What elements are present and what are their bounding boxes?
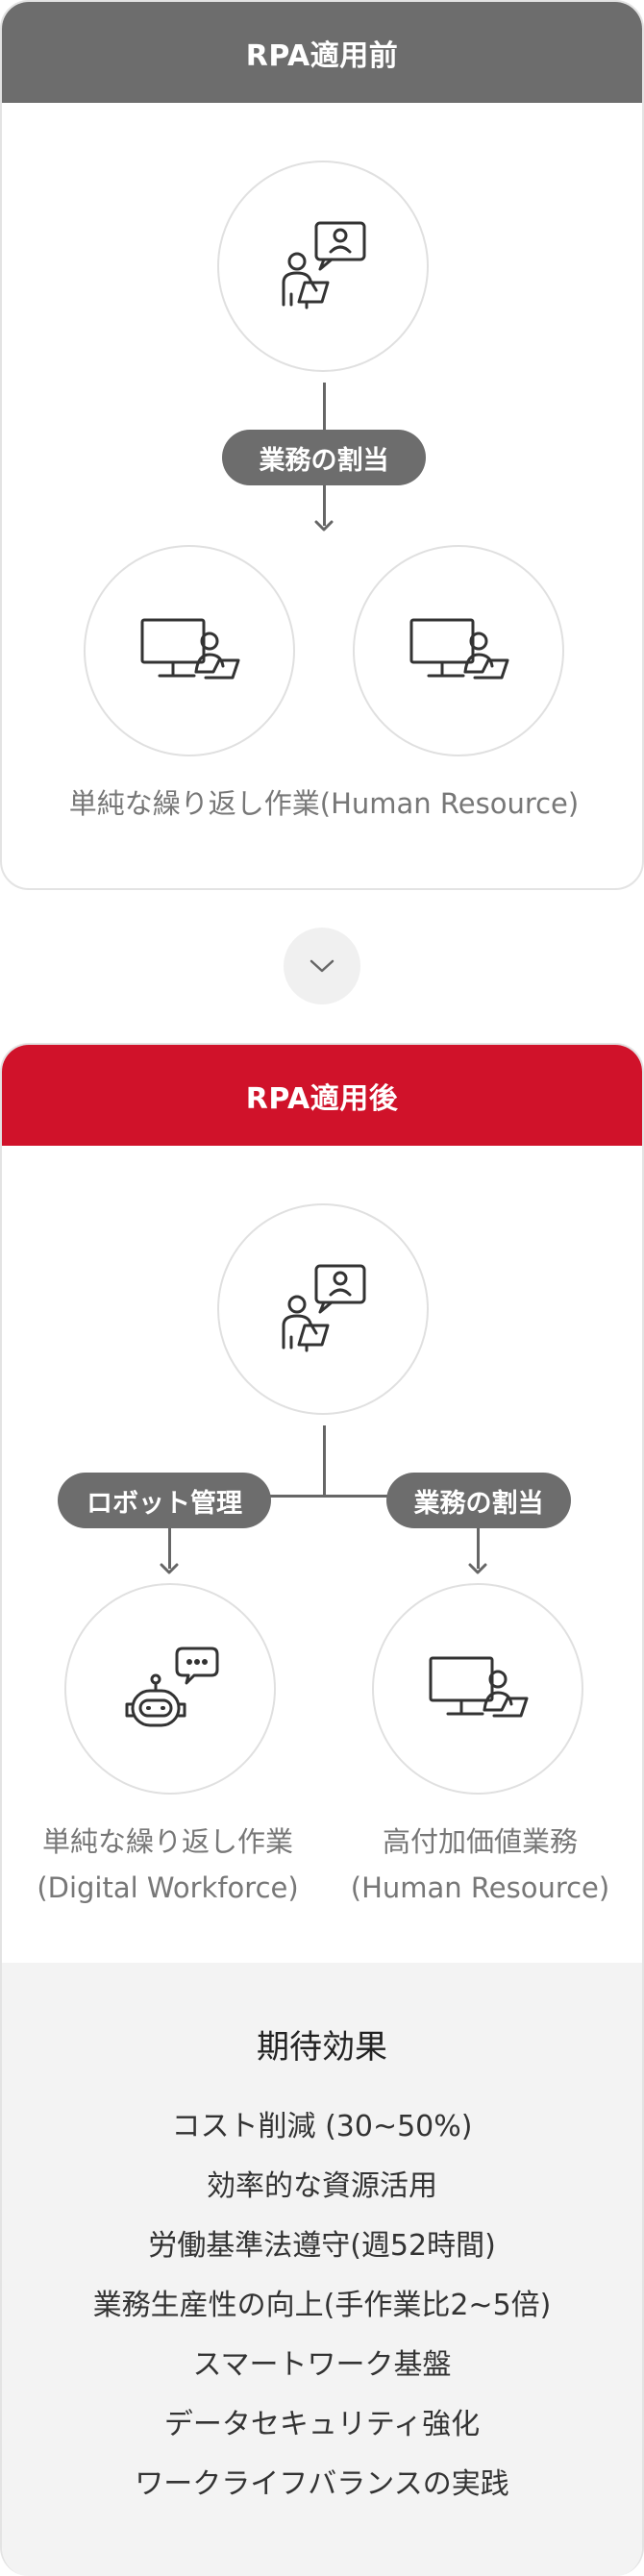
connector-line — [323, 383, 326, 448]
effect-item: スマートワーク基盤 — [192, 2348, 452, 2382]
robot-management-label: ロボット管理 — [87, 1488, 242, 1519]
worker-circle-right — [353, 545, 564, 756]
worker-at-computer-icon — [409, 618, 509, 680]
after-rpa-card: RPA適用後 ロボット管理 業務の割当 — [0, 1043, 644, 2576]
after-rpa-header: RPA適用後 — [2, 1045, 642, 1146]
manager-presenting-icon — [282, 221, 366, 310]
human-resource-caption: 高付加価値業務 (Human Resource) — [314, 1819, 642, 1911]
worker-at-computer-icon — [429, 1656, 529, 1718]
before-caption: 単純な繰り返し作業(Human Resource) — [68, 787, 580, 820]
connector-line — [323, 1425, 326, 1497]
manager-presenting-icon — [282, 1264, 366, 1352]
human-resource-caption-line1: 高付加価値業務 — [382, 1825, 578, 1858]
assign-task-pill: 業務の割当 — [386, 1473, 571, 1528]
arrow-down-icon — [468, 1563, 487, 1574]
before-rpa-title: RPA適用前 — [245, 38, 399, 73]
before-rpa-card: RPA適用前 業務の割当 — [0, 0, 644, 890]
effect-item: 業務生産性の向上(手作業比2~5倍) — [92, 2289, 552, 2322]
worker-at-computer-icon — [140, 618, 240, 680]
digital-workforce-caption: 単純な繰り返し作業 (Digital Workforce) — [2, 1819, 334, 1911]
assign-task-label: 業務の割当 — [413, 1488, 544, 1519]
effect-item: 労働基準法遵守(週52時間) — [148, 2229, 496, 2263]
digital-workforce-caption-line1: 単純な繰り返し作業 — [41, 1825, 293, 1858]
connector-line-right — [477, 1528, 480, 1569]
effect-item: 効率的な資源活用 — [207, 2169, 437, 2203]
arrow-down-icon — [314, 520, 334, 532]
effect-item: コスト削減 (30~50%) — [171, 2110, 473, 2143]
digital-workforce-caption-line2: (Digital Workforce) — [37, 1871, 299, 1904]
assign-task-pill: 業務の割当 — [222, 430, 426, 485]
assign-task-label: 業務の割当 — [259, 445, 389, 476]
connector-line-lower — [323, 485, 326, 526]
expected-effects-panel: 期待効果 コスト削減 (30~50%) 効率的な資源活用 労働基準法遵守(週52… — [2, 1963, 642, 2576]
worker-circle-left — [84, 545, 295, 756]
expected-effects-list: コスト削減 (30~50%) 効率的な資源活用 労働基準法遵守(週52時間) 業… — [2, 2097, 642, 2514]
human-resource-caption-line2: (Human Resource) — [350, 1871, 610, 1904]
after-rpa-title: RPA適用後 — [245, 1081, 399, 1116]
connector-line-left — [168, 1528, 171, 1569]
worker-circle — [372, 1583, 583, 1795]
manager-circle — [217, 1203, 429, 1415]
expand-toggle-button[interactable] — [284, 928, 360, 1004]
chevron-down-icon — [310, 959, 334, 973]
effect-item: ワークライフバランスの実践 — [135, 2467, 509, 2501]
manager-circle — [217, 161, 429, 372]
robot-management-pill: ロボット管理 — [58, 1473, 271, 1528]
arrow-down-icon — [160, 1563, 179, 1574]
expected-effects-title: 期待効果 — [257, 2028, 387, 2067]
robot-circle — [64, 1583, 276, 1795]
effect-item: データセキュリティ強化 — [163, 2408, 481, 2441]
robot-chat-icon — [125, 1647, 219, 1727]
before-rpa-header: RPA適用前 — [2, 2, 642, 103]
branch-line — [165, 1495, 483, 1498]
